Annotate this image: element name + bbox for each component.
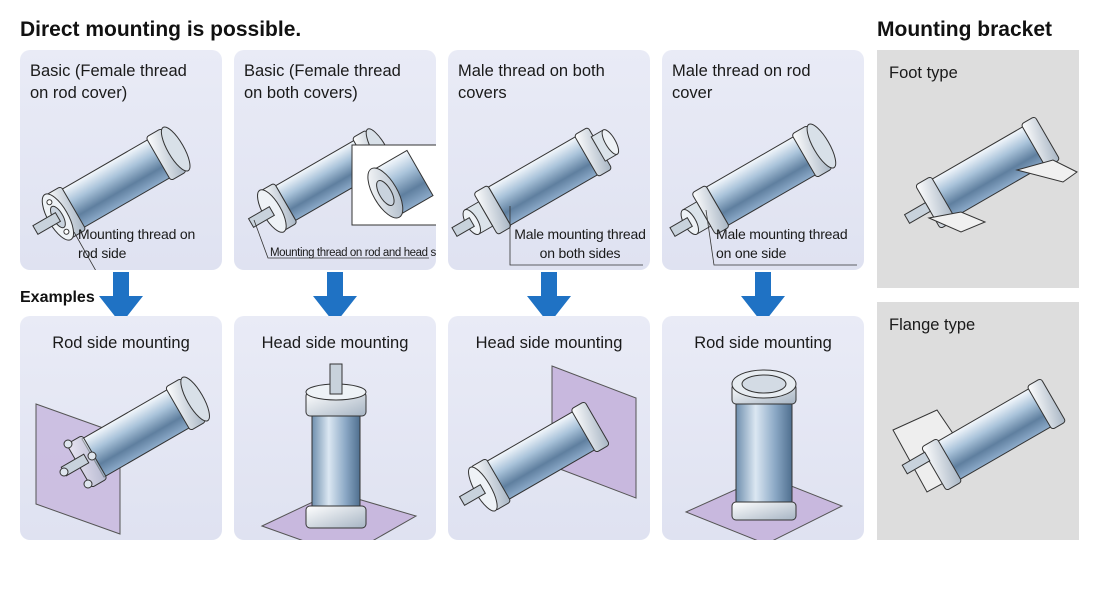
cylinder-illustration: [669, 123, 857, 266]
panel-title: Foot type: [889, 64, 958, 82]
panel-basic-female-both-covers: Basic (Female thread on both covers) Mou…: [234, 50, 436, 270]
callout-text: Male mounting thread on one side: [716, 226, 848, 261]
down-arrow-icon: [527, 272, 571, 324]
example-head-side-mounting-2: Head side mounting: [448, 316, 650, 540]
down-arrow-icon: [99, 272, 143, 324]
examples-label: Examples: [20, 289, 95, 306]
mounting-bracket-heading: Mounting bracket: [877, 18, 1053, 41]
flange-bracket-illustration: [892, 378, 1066, 493]
panel-male-thread-rod-cover: Male thread on rod cover Male mounting t…: [662, 50, 864, 270]
panel-title: Rod side mounting: [694, 334, 832, 352]
down-arrow-icon: [741, 272, 785, 324]
callout-text: Mounting thread on rod and head sides: [270, 247, 436, 259]
panel-title: Male thread on rod cover: [672, 62, 811, 102]
mounting-illustration: [458, 365, 637, 512]
mounting-illustration: [260, 363, 418, 540]
bracket-flange-type: Flange type: [877, 302, 1079, 540]
down-arrow-icon: [313, 272, 357, 324]
panel-male-thread-both-covers: Male thread on both covers Male mounting…: [448, 50, 650, 270]
panel-title: Male thread on both covers: [458, 62, 605, 102]
example-rod-side-mounting-1: Rod side mounting: [20, 316, 222, 540]
cylinder-illustration: [247, 128, 436, 259]
cylinder-illustration: [451, 127, 643, 266]
mounting-illustration: [684, 369, 844, 540]
mounting-illustration: [35, 376, 210, 535]
example-head-side-mounting-1: Head side mounting: [234, 316, 436, 540]
callout-text: Male mounting thread on both sides: [514, 226, 646, 261]
cylinder-illustration: [32, 126, 191, 270]
callout-text: Mounting thread on rod side: [78, 226, 196, 261]
panel-title: Rod side mounting: [52, 334, 190, 352]
panel-title: Head side mounting: [261, 334, 409, 352]
panel-title: Flange type: [889, 316, 976, 334]
panel-title: Head side mounting: [475, 334, 623, 352]
bracket-foot-type: Foot type: [877, 50, 1079, 288]
example-rod-side-mounting-2: Rod side mounting: [662, 316, 864, 540]
foot-bracket-illustration: [903, 116, 1078, 233]
panel-title: Basic (Female thread on rod cover): [30, 62, 187, 102]
panel-basic-female-rod-cover: Basic (Female thread on rod cover) Mount…: [20, 50, 222, 270]
panel-title: Basic (Female thread on both covers): [244, 62, 401, 102]
direct-mounting-heading: Direct mounting is possible.: [20, 18, 302, 41]
